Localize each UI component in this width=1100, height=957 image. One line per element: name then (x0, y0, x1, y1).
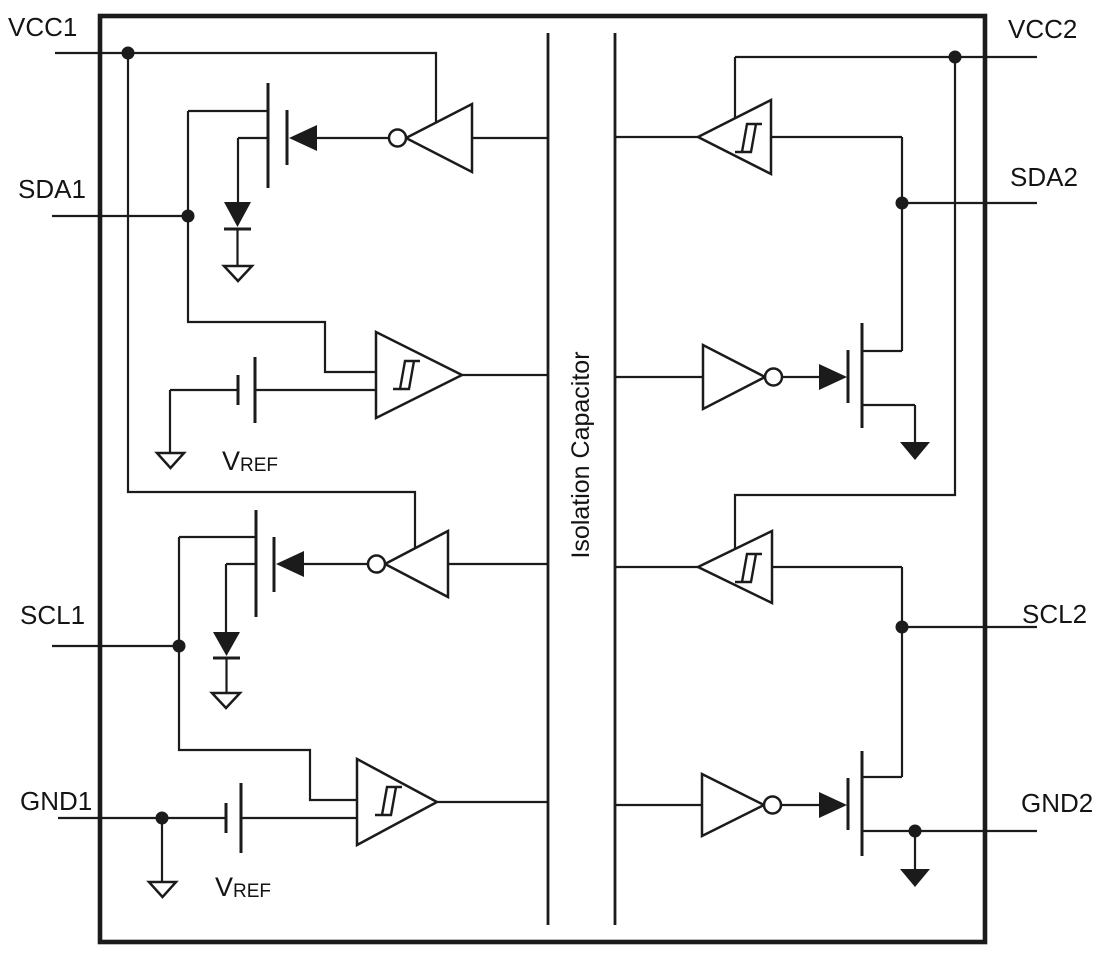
scl1-net (177, 537, 357, 802)
scl1-diode-icon (213, 632, 240, 656)
gnd2-ground-arrow-icon (900, 869, 930, 887)
sda2-gate-arrow-icon (819, 364, 847, 390)
scl2-inverter-triangle (700, 771, 767, 839)
scl2-receive-circuit (695, 529, 774, 605)
vref1-label-sub: REF (240, 455, 278, 476)
vcc2-rail (733, 57, 957, 552)
vcc2-pin-line (733, 55, 1037, 124)
vref2-label-sub: REF (233, 881, 271, 902)
vcc1-pin-line (55, 51, 438, 123)
sda2-receive-circuit (695, 97, 773, 177)
scl1-fet-leads (179, 535, 256, 632)
vcc2-junction-dot (948, 50, 962, 64)
scl1-label: SCL1 (20, 600, 85, 630)
sda1-junction-dot (181, 209, 195, 223)
sda2-label: SDA2 (1010, 162, 1078, 192)
sda2-inverter-bubble-icon (763, 367, 784, 387)
vref1-ground-icon (154, 451, 187, 470)
scl2-label: SCL2 (1022, 599, 1087, 629)
sda1-inverter-bubble-icon (387, 128, 408, 148)
vref2-label-main: V (215, 872, 233, 902)
vref2-label: VREF (215, 872, 271, 902)
sda1-ground-icon (221, 264, 255, 283)
scl2-schmitt-triangle (695, 529, 774, 605)
sda1-schmitt-triangle (374, 329, 465, 421)
sda1-inverter-triangle (403, 101, 474, 175)
sda2-pulldown-circuit (701, 323, 930, 460)
sda2-junction-dot (895, 196, 909, 210)
scl2-junction-dot (895, 620, 909, 634)
pin-labels: VCC1 SDA1 SCL1 GND1 VCC2 SDA2 SCL2 GND2 (8, 12, 1093, 818)
vcc1-rail (126, 53, 417, 550)
scl2-gate-arrow-icon (819, 792, 847, 818)
gnd1-junction-dot (155, 811, 169, 825)
gnd2-junction-dot (908, 824, 922, 838)
gnd2-label: GND2 (1021, 788, 1093, 818)
sda2-fet-leads (862, 349, 917, 442)
sda2-schmitt-triangle (695, 97, 773, 177)
gnd1-ground-icon (146, 880, 179, 899)
vref1-label: VREF (222, 446, 278, 476)
scl1-gate-arrow-icon (276, 551, 304, 577)
vref-labels: VREF VREF (215, 446, 278, 902)
sda2-inverter-triangle (701, 342, 768, 412)
scl1-ground-icon (209, 691, 243, 710)
sda1-pulldown-circuit (221, 83, 474, 283)
scl1-transmit-circuit (146, 756, 440, 899)
sda1-fet-leads (188, 109, 268, 202)
side1-wires (52, 51, 548, 882)
chip-outline (97, 13, 988, 945)
sda1-gate-arrow-icon (289, 125, 317, 151)
scl1-pulldown-circuit (209, 510, 450, 710)
scl1-inverter-bubble-icon (366, 554, 387, 574)
vref1-wires (168, 388, 376, 453)
sda1-net (186, 111, 376, 374)
sda1-label: SDA1 (18, 174, 86, 204)
sda2-ground-arrow-icon (900, 442, 930, 460)
scl1-inverter-triangle (382, 528, 450, 600)
scl2-inverter-bubble-icon (762, 795, 783, 815)
side2-wires (615, 55, 1037, 869)
vcc1-label: VCC1 (8, 12, 77, 42)
vref1-label-main: V (222, 446, 240, 476)
vcc1-junction-dot (121, 46, 135, 60)
gnd1-label: GND1 (20, 786, 92, 816)
junction-dots (121, 46, 962, 838)
scl2-pulldown-circuit (700, 751, 930, 887)
vcc2-label: VCC2 (1008, 14, 1077, 44)
sda1-diode-icon (224, 202, 251, 227)
isolation-capacitor-label: Isolation Capacitor (567, 351, 595, 558)
sda1-transmit-circuit (154, 329, 465, 470)
scl1-junction-dot (172, 639, 186, 653)
isolation-barrier: Isolation Capacitor (546, 33, 617, 925)
scl1-schmitt-triangle (355, 756, 440, 848)
